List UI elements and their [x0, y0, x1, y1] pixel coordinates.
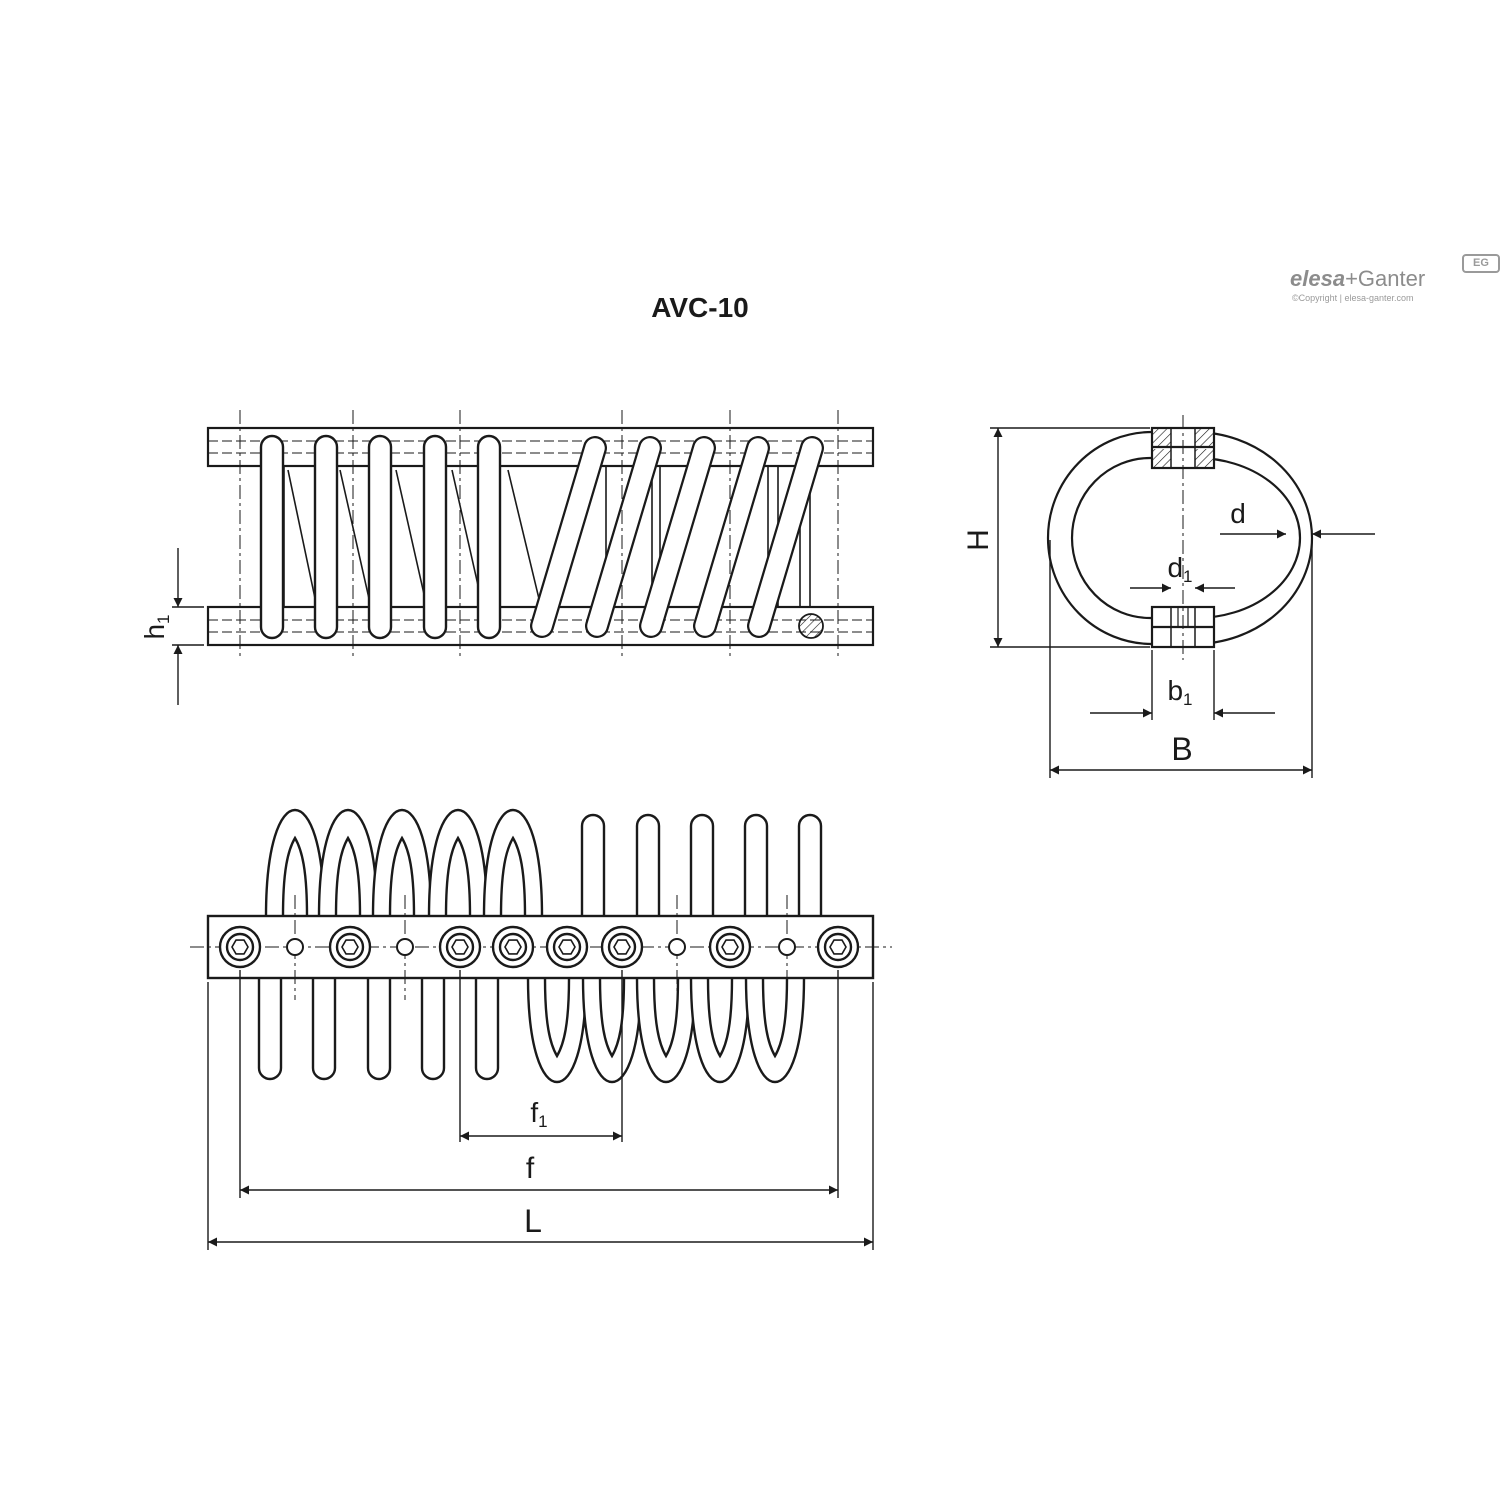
top-view: [172, 410, 875, 705]
dimension-h1: [172, 548, 204, 705]
hex-bolt-icon: [491, 925, 535, 969]
logo-copyright: ©Copyright | elesa-ganter.com: [1292, 293, 1414, 303]
hex-bolt-icon: [328, 925, 372, 969]
front-view-dimensions: [207, 970, 874, 1250]
dimension-H: [990, 427, 1150, 648]
label-L: L: [524, 1203, 542, 1239]
front-view-lower-tubes: [257, 978, 500, 1081]
top-view-back-diagonals: [287, 469, 541, 604]
hex-bolt-icon: [816, 925, 860, 969]
front-view: [190, 808, 892, 1084]
hex-bolt-icon: [600, 925, 644, 969]
label-f: f: [526, 1152, 535, 1185]
mesh-icon: [798, 613, 824, 639]
logo-badge: EG: [1462, 254, 1500, 273]
drawing-title: AVC-10: [651, 292, 749, 323]
logo-brand-right: +Ganter: [1345, 266, 1426, 291]
label-h1: h1: [139, 614, 173, 639]
label-d1: d1: [1167, 552, 1192, 586]
elesa-ganter-logo: elesa+Ganter ©Copyright | elesa-ganter.c…: [1290, 252, 1500, 312]
logo-brand-left: elesa: [1290, 266, 1346, 291]
top-view-upper-bar: [206, 426, 875, 468]
hex-bolt-icon: [218, 925, 262, 969]
front-view-upper-tubes: [580, 813, 823, 916]
top-view-centerlines: [239, 410, 839, 660]
label-b1: b1: [1167, 675, 1192, 709]
top-view-coils-straight: [259, 434, 502, 640]
label-d: d: [1230, 498, 1246, 529]
front-view-hex-bolts: [218, 925, 860, 969]
top-view-coils-slanted-fill: [532, 438, 822, 636]
logo-brand: elesa+Ganter: [1290, 266, 1425, 292]
front-view-lower-loops: [526, 977, 806, 1084]
extension-lines: [207, 970, 874, 1250]
hex-bolt-icon: [438, 925, 482, 969]
label-H: H: [962, 529, 995, 551]
label-f1: f1: [530, 1097, 547, 1131]
label-B: B: [1171, 731, 1192, 767]
dimension-B: [1049, 540, 1313, 778]
hex-bolt-icon: [545, 925, 589, 969]
front-view-upper-loops: [264, 808, 544, 917]
hex-bolt-icon: [708, 925, 752, 969]
front-view-small-holes: [286, 938, 796, 956]
side-view: [990, 415, 1375, 778]
dimension-b1: [1090, 650, 1275, 720]
